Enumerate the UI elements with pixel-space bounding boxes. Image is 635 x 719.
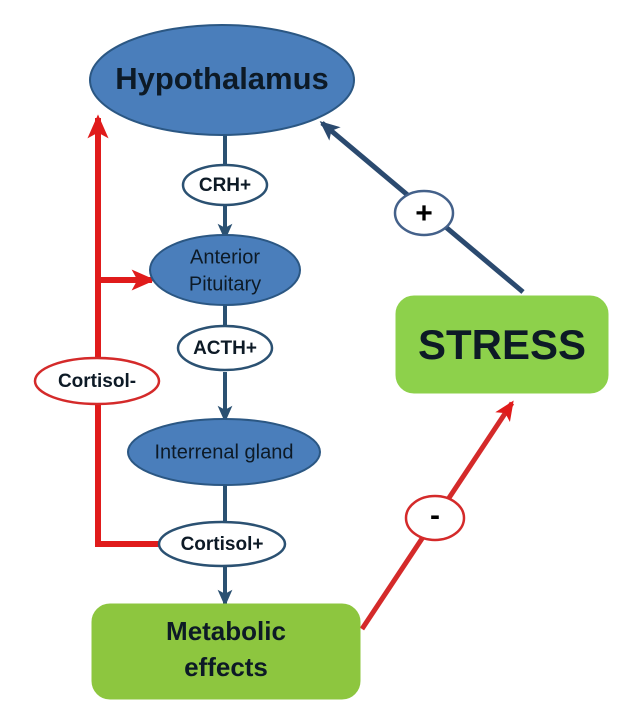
node-hypothalamus[interactable]: Hypothalamus <box>89 24 355 136</box>
anterior-pituitary-label-line2: Pituitary <box>189 273 261 295</box>
node-anterior-pituitary[interactable]: Anterior Pituitary <box>149 234 301 306</box>
interrenal-gland-label: Interrenal gland <box>155 441 294 463</box>
stress-box <box>395 295 609 394</box>
badge-metabolic-minus[interactable]: - <box>404 494 466 542</box>
edge-cortisol-negative-to-hypothalamus <box>87 114 160 547</box>
node-metabolic-effects[interactable]: Metabolic effects <box>91 603 361 700</box>
crh-label: CRH+ <box>199 175 251 196</box>
connector-cortisol-negative[interactable]: Cortisol- <box>33 356 161 406</box>
hypothalamus-ellipse <box>89 24 355 136</box>
node-stress[interactable]: STRESS <box>395 295 609 394</box>
metabolic-minus-badge-label: - <box>430 499 440 532</box>
hypothalamus-label: Hypothalamus <box>115 61 329 96</box>
node-interrenal-gland[interactable]: Interrenal gland <box>127 418 321 486</box>
anterior-pituitary-ellipse <box>149 234 301 306</box>
acth-label: ACTH+ <box>193 338 257 359</box>
stress-plus-badge-label: + <box>415 197 433 230</box>
cortisol-negative-label: Cortisol- <box>58 371 136 392</box>
acth-ellipse <box>176 324 274 372</box>
metabolic-effects-label-line2: effects <box>184 652 268 682</box>
metabolic-effects-label-line1: Metabolic <box>166 616 286 646</box>
stress-plus-badge-ellipse <box>393 189 455 237</box>
cortisol-negative-ellipse <box>33 356 161 406</box>
crh-ellipse <box>181 163 269 207</box>
metabolic-minus-badge-ellipse <box>404 494 466 542</box>
cortisol-positive-ellipse <box>157 520 287 568</box>
stress-label: STRESS <box>418 321 586 368</box>
cortisol-positive-label: Cortisol+ <box>181 534 264 555</box>
interrenal-gland-ellipse <box>127 418 321 486</box>
badge-stress-plus[interactable]: + <box>393 189 455 237</box>
connector-cortisol-positive[interactable]: Cortisol+ <box>157 520 287 568</box>
anterior-pituitary-label-line1: Anterior <box>190 246 260 268</box>
metabolic-effects-box <box>91 603 361 700</box>
connector-crh[interactable]: CRH+ <box>181 163 269 207</box>
connector-acth[interactable]: ACTH+ <box>176 324 274 372</box>
